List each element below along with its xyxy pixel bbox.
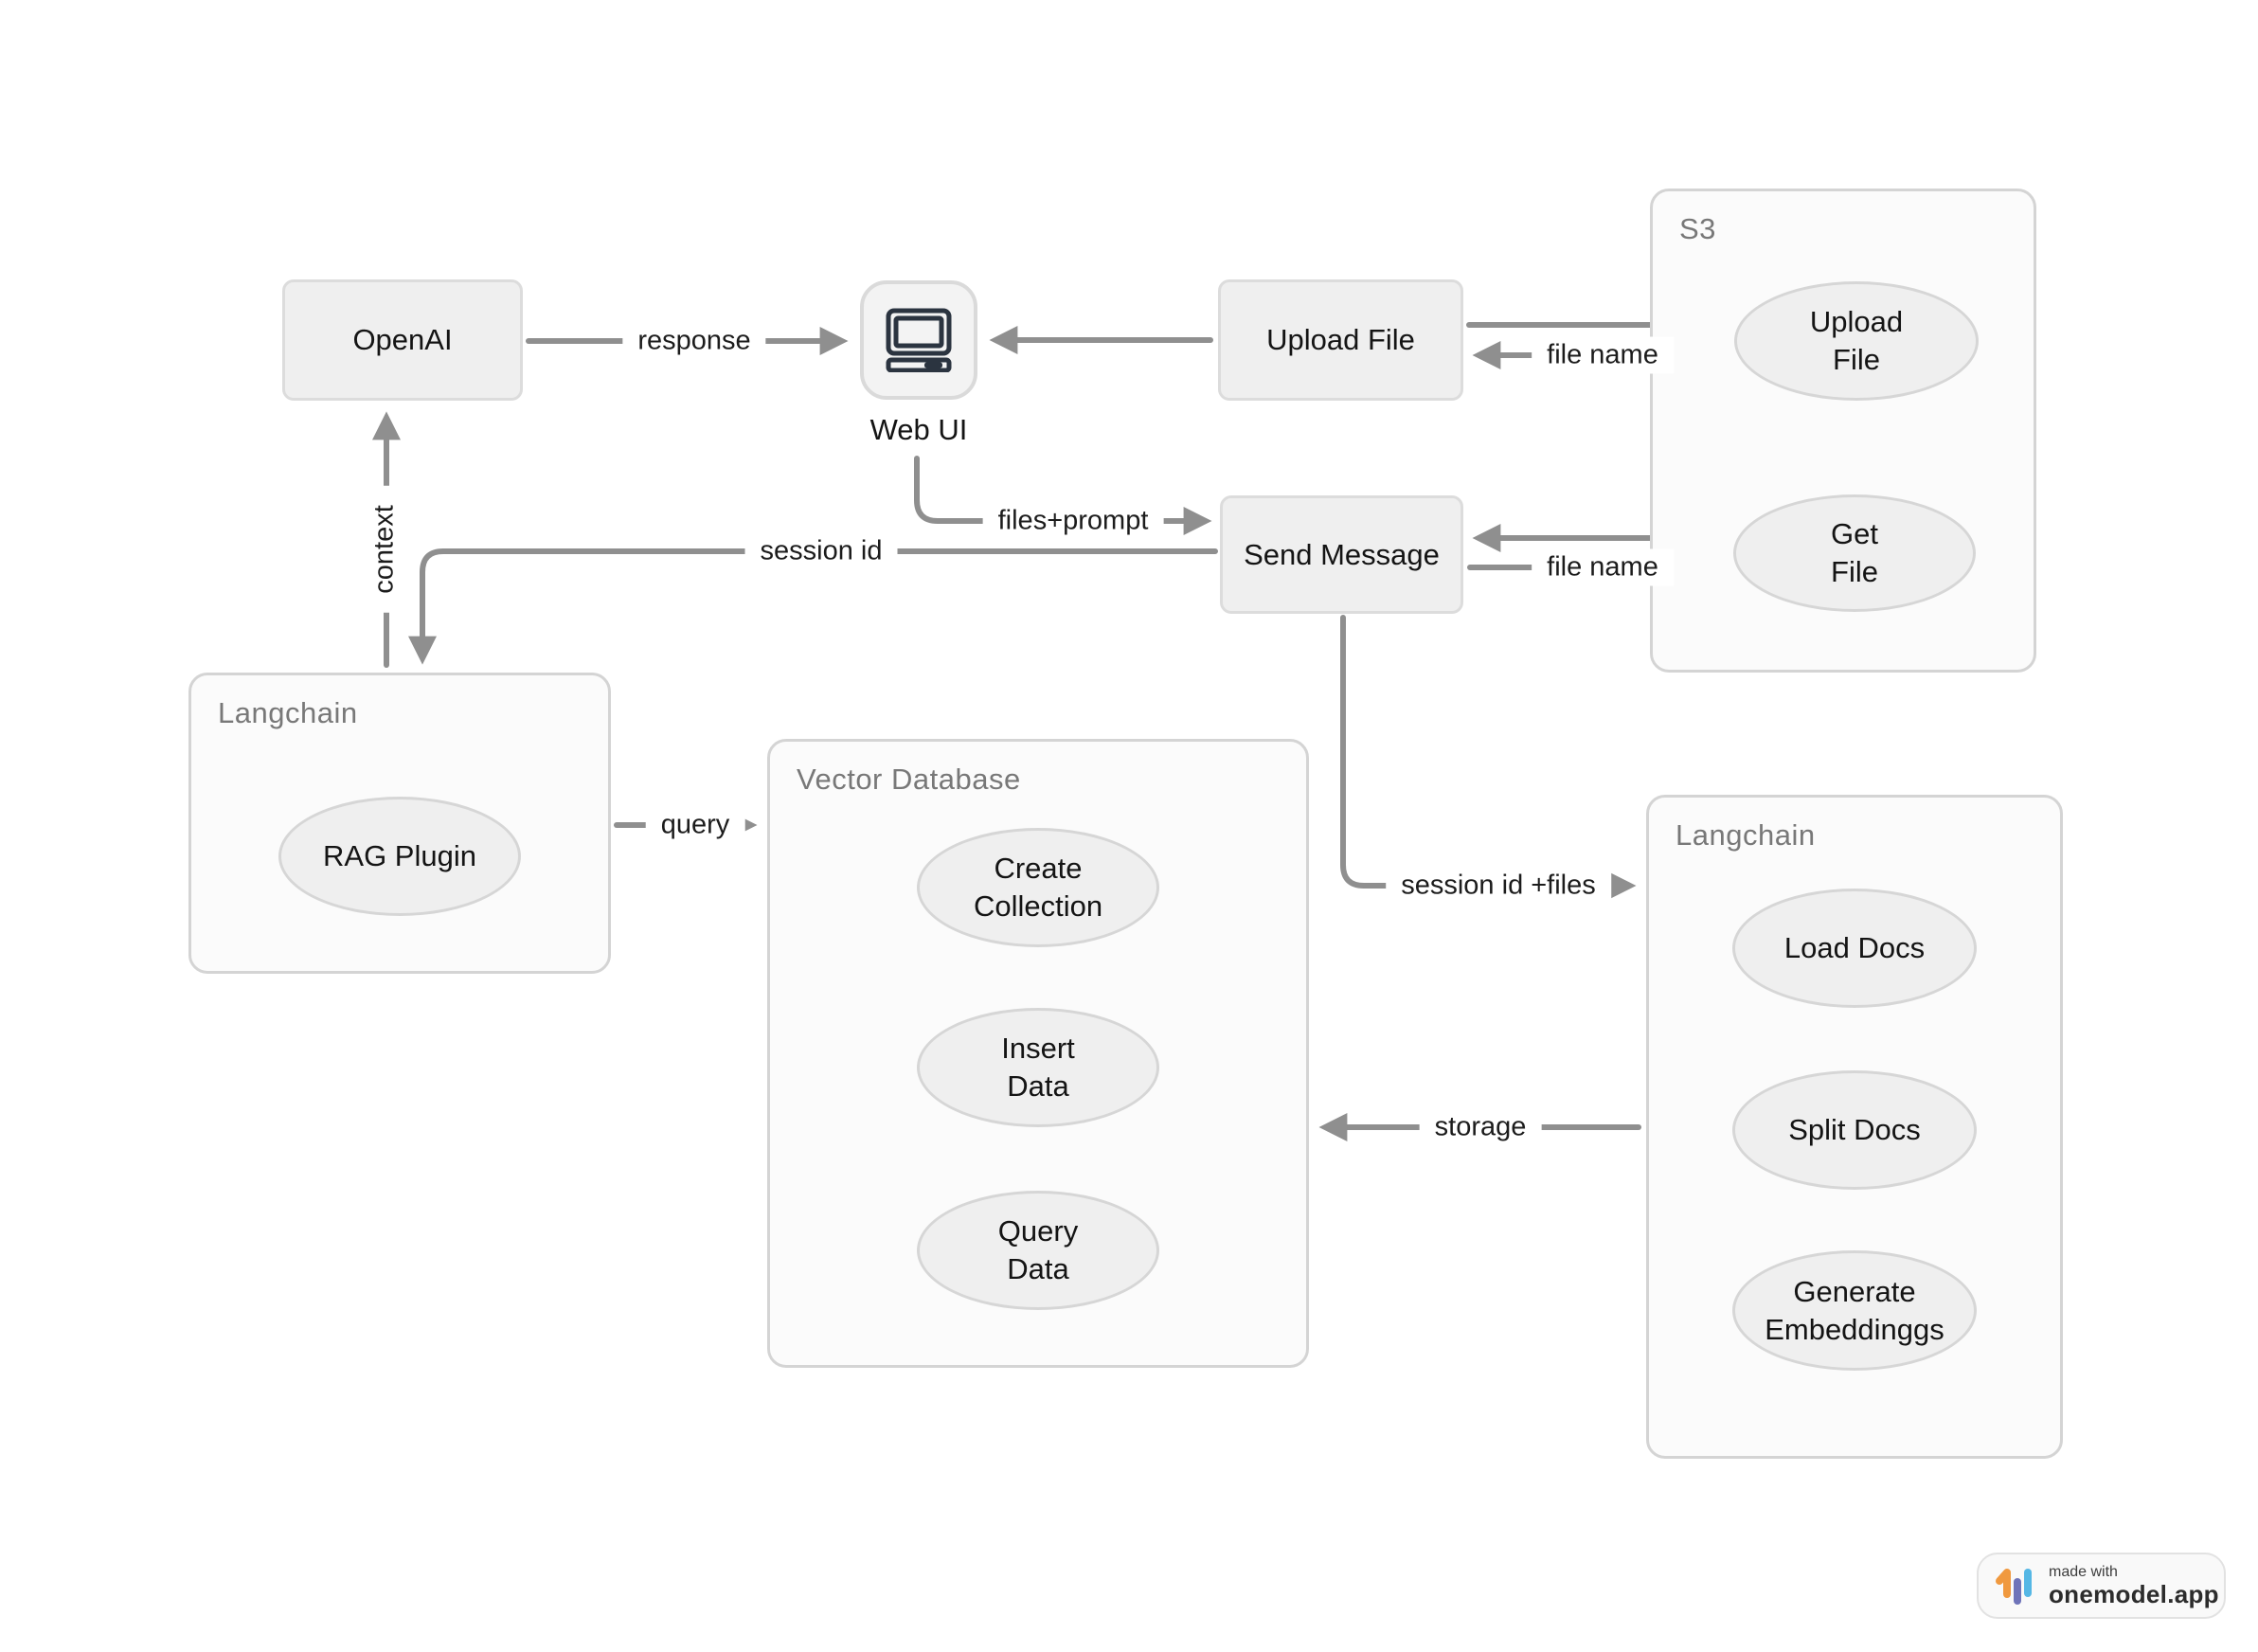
onemodel-logo-icon bbox=[1994, 1565, 2037, 1607]
edge-label-context: context bbox=[366, 486, 403, 613]
badge-brand-text: onemodel.app bbox=[2049, 1579, 2219, 1608]
node-create-collection[interactable]: Create Collection bbox=[917, 828, 1159, 947]
edge-files-prompt bbox=[914, 456, 1212, 535]
node-generate-embeddings-label: Generate Embeddinggs bbox=[1765, 1274, 1944, 1346]
node-query-data-label: Query Data bbox=[997, 1214, 1079, 1285]
node-openai-label: OpenAI bbox=[352, 323, 453, 356]
edge-label-response: response bbox=[622, 322, 766, 360]
node-generate-embeddings[interactable]: Generate Embeddinggs bbox=[1732, 1250, 1977, 1371]
node-upload-file-label: Upload File bbox=[1266, 323, 1415, 356]
edge-label-files-prompt: files+prompt bbox=[982, 502, 1164, 540]
edge-label-session-id-files: session id +files bbox=[1386, 867, 1611, 905]
onemodel-badge[interactable]: made with onemodel.app bbox=[1977, 1553, 2226, 1619]
node-rag-plugin[interactable]: RAG Plugin bbox=[278, 797, 521, 916]
container-s3-title: S3 bbox=[1679, 212, 1716, 245]
container-langchain-left-title: Langchain bbox=[218, 696, 358, 729]
node-s3-get-file-label: Get File bbox=[1831, 517, 1878, 588]
node-insert-data-label: Insert Data bbox=[1001, 1032, 1075, 1103]
edge-label-storage: storage bbox=[1419, 1108, 1542, 1146]
node-load-docs[interactable]: Load Docs bbox=[1732, 889, 1977, 1008]
edge-label-file-name-upload: file name bbox=[1532, 336, 1674, 374]
node-send-message-label: Send Message bbox=[1244, 537, 1440, 571]
badge-made-with-text: made with bbox=[2049, 1563, 2118, 1580]
edge-label-file-name-get: file name bbox=[1532, 548, 1674, 586]
node-query-data[interactable]: Query Data bbox=[917, 1191, 1159, 1310]
container-vector-database-title: Vector Database bbox=[797, 763, 1021, 796]
node-create-collection-label: Create Collection bbox=[973, 852, 1103, 923]
node-web-ui-caption: Web UI bbox=[869, 413, 968, 446]
node-load-docs-label: Load Docs bbox=[1783, 931, 1926, 965]
node-upload-file[interactable]: Upload File bbox=[1218, 279, 1463, 401]
node-split-docs-label: Split Docs bbox=[1788, 1113, 1921, 1147]
node-split-docs[interactable]: Split Docs bbox=[1732, 1070, 1977, 1190]
edge-session-id-files bbox=[1340, 615, 1637, 900]
node-s3-upload-file[interactable]: Upload File bbox=[1734, 281, 1979, 401]
edge-session-id bbox=[408, 548, 1218, 665]
computer-icon bbox=[883, 308, 955, 372]
node-web-ui[interactable] bbox=[860, 280, 977, 400]
node-rag-plugin-label: RAG Plugin bbox=[323, 839, 476, 873]
node-send-message[interactable]: Send Message bbox=[1220, 495, 1463, 614]
node-insert-data[interactable]: Insert Data bbox=[917, 1008, 1159, 1127]
edge-label-query: query bbox=[645, 806, 745, 844]
node-s3-upload-file-label: Upload File bbox=[1809, 305, 1904, 376]
node-s3-get-file[interactable]: Get File bbox=[1733, 494, 1976, 612]
edge-label-session-id: session id bbox=[744, 532, 898, 570]
node-openai[interactable]: OpenAI bbox=[282, 279, 523, 401]
container-langchain-right-title: Langchain bbox=[1676, 818, 1816, 852]
